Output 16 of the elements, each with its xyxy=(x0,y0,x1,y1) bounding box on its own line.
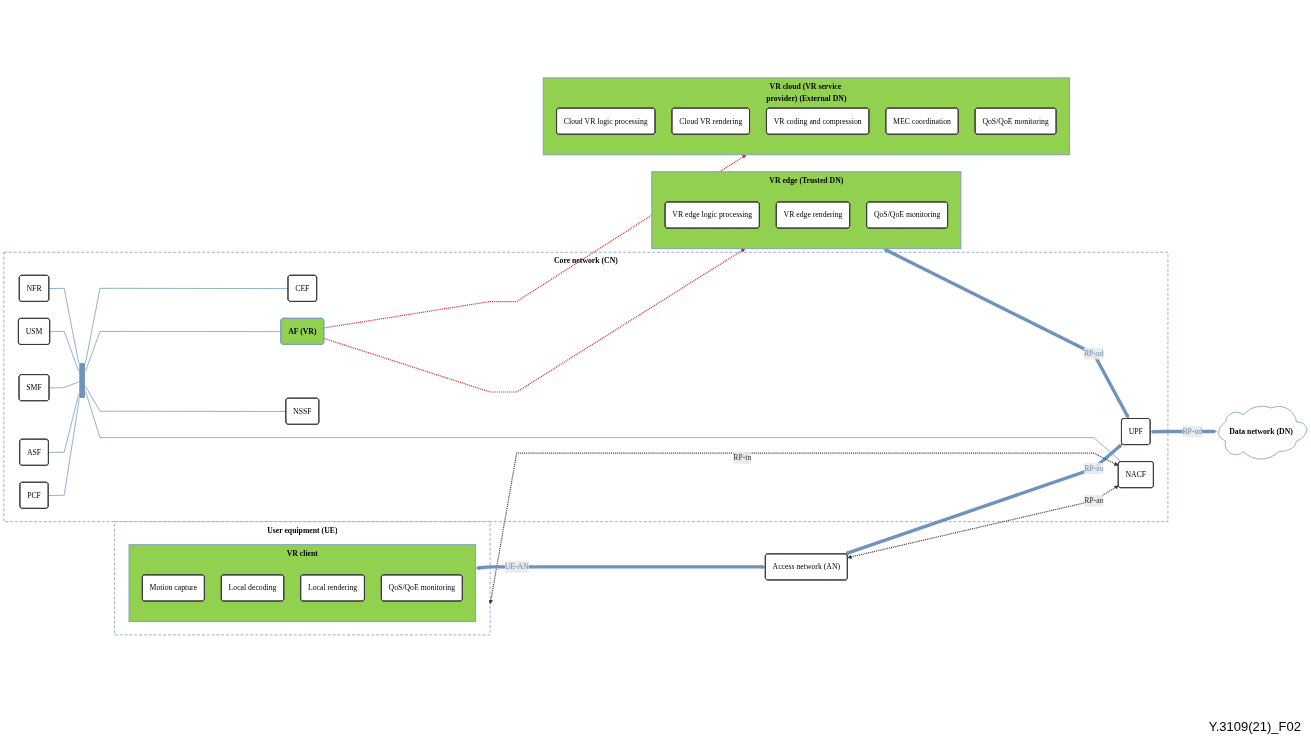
connector xyxy=(85,330,282,372)
connector xyxy=(48,381,80,388)
connector xyxy=(48,397,80,496)
arrow xyxy=(488,452,1119,604)
connector xyxy=(48,287,80,364)
connector xyxy=(85,390,1122,462)
arrow xyxy=(475,564,766,570)
arrow xyxy=(323,248,746,393)
connector xyxy=(49,330,80,372)
connector xyxy=(48,393,80,453)
figure-id: Y.3109(21)_F02 xyxy=(1208,719,1301,734)
arrow xyxy=(844,443,1123,555)
arrow xyxy=(847,485,1119,559)
connector xyxy=(85,287,289,364)
arrow xyxy=(883,247,1130,419)
connector xyxy=(85,385,287,412)
